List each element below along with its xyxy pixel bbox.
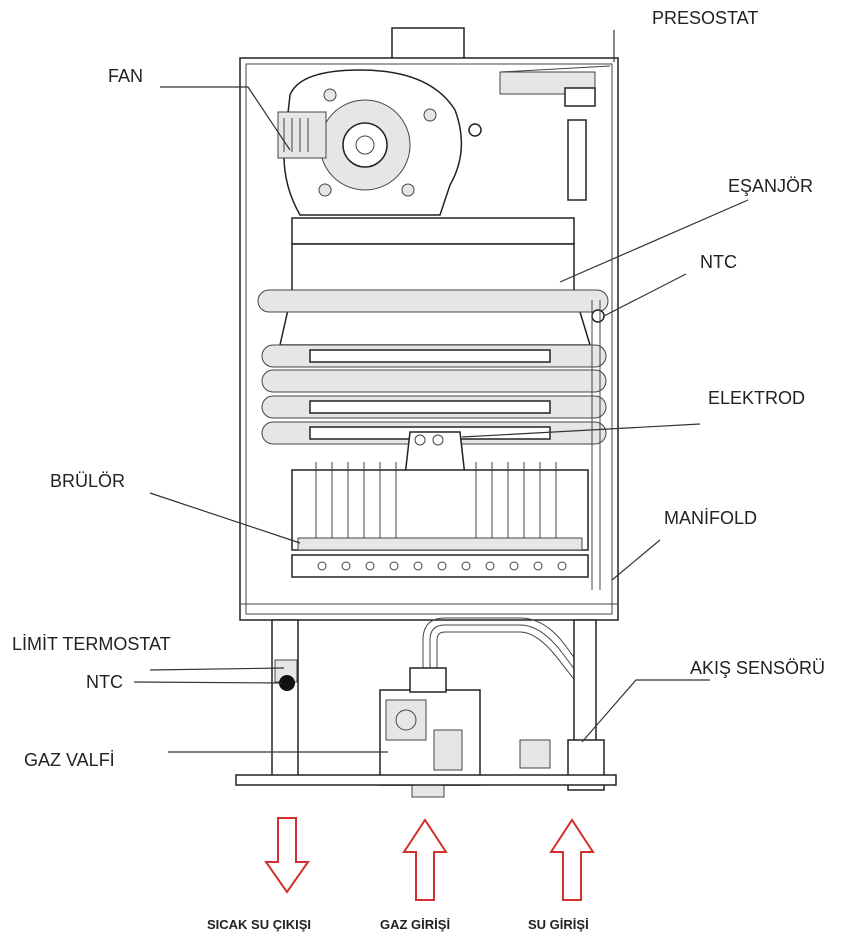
side-bracket <box>567 119 587 201</box>
presostat-part <box>499 65 611 107</box>
label-ntc-top: NTC <box>700 252 737 272</box>
label-manifold: MANİFOLD <box>664 508 757 528</box>
flue-collar <box>391 27 465 61</box>
label-fan: FAN <box>108 66 143 86</box>
label-sicak-su-cikisi: SICAK SU ÇIKIŞI <box>207 917 311 932</box>
mounting-plate <box>235 774 617 786</box>
gas-pipe <box>422 617 597 693</box>
label-gaz-valfi: GAZ VALFİ <box>24 750 115 770</box>
label-gaz-girisi: GAZ GİRİŞİ <box>380 917 450 932</box>
exchanger-hood <box>279 217 592 346</box>
brulor-part <box>291 462 589 551</box>
label-brulor: BRÜLÖR <box>50 471 125 491</box>
water-in-arrow <box>549 818 595 901</box>
manifold-part <box>291 554 589 578</box>
gas-in-arrow <box>402 818 448 901</box>
leader-lines <box>133 30 749 753</box>
label-elektrod: ELEKTROD <box>708 388 805 408</box>
water-inlet-pipe <box>519 619 605 791</box>
label-su-girisi: SU GİRİŞİ <box>528 917 589 932</box>
outlet-pipe <box>271 619 299 781</box>
label-akis-sensoru: AKIŞ SENSÖRÜ <box>690 658 825 678</box>
label-ntc-bottom: NTC <box>86 672 123 692</box>
cabinet-inner-frame <box>245 63 613 615</box>
gaz-valfi-part <box>379 667 481 798</box>
label-limit-termostat: LİMİT TERMOSTAT <box>12 634 171 654</box>
fan-part <box>277 69 482 216</box>
label-esanjor: EŞANJÖR <box>728 176 813 196</box>
hot-water-out-arrow <box>264 817 310 894</box>
label-presostat: PRESOSTAT <box>652 8 758 28</box>
